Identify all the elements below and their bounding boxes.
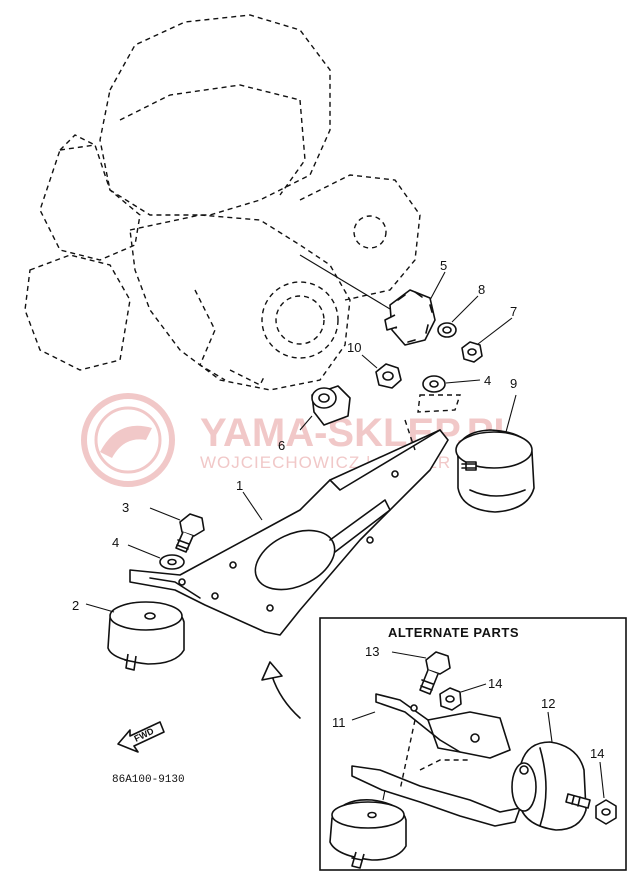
figure-code: 86A100-9130 (112, 774, 185, 786)
watermark-subtitle: WOJCIECHOWICZ | DEALER YAMAHA (200, 453, 533, 472)
part-8-washer: 8 (437, 282, 485, 338)
part-4-washer-upper: 4 (417, 373, 491, 413)
callout-7: 7 (510, 304, 517, 319)
part-2-mount: 2 (72, 598, 185, 671)
alternate-parts-box: ALTERNATE PARTS 13 14 11 (319, 617, 627, 871)
callout-11: 11 (332, 715, 346, 730)
callout-13: 13 (365, 644, 379, 659)
callout-14-lower: 14 (590, 746, 604, 761)
part-6-bushing: 6 (278, 385, 351, 453)
part-10-nut: 10 (347, 340, 402, 389)
alternate-pointer-arrow-icon (261, 661, 301, 719)
part-12-mount: 12 (511, 696, 591, 831)
callout-4-upper: 4 (484, 373, 491, 388)
part-11-bracket: 11 (332, 693, 511, 759)
callout-4-lower: 4 (112, 535, 119, 550)
callout-1: 1 (236, 478, 243, 493)
forward-arrow-icon: FWD (117, 721, 165, 753)
callout-9: 9 (510, 376, 517, 391)
callout-5: 5 (440, 258, 447, 273)
callout-12: 12 (541, 696, 555, 711)
alternate-plate (351, 719, 521, 827)
callout-8: 8 (478, 282, 485, 297)
part-7-nut: 7 (461, 304, 517, 363)
callout-10: 10 (347, 340, 361, 355)
engine-outline (24, 14, 421, 391)
part-14-nut-upper: 14 (439, 676, 502, 711)
part-4-washer-lower: 4 (112, 535, 185, 570)
part-5-bolt: 5 (299, 254, 447, 346)
callout-14-upper: 14 (488, 676, 502, 691)
part-9-mount: 9 (455, 376, 535, 513)
part-14-nut-lower: 14 (590, 746, 617, 825)
alternate-lower-mount (329, 789, 407, 869)
part-13-bolt: 13 (365, 644, 451, 695)
alternate-parts-title: ALTERNATE PARTS (388, 625, 519, 640)
callout-6: 6 (278, 438, 285, 453)
part-1-bracket: 1 (129, 419, 449, 636)
watermark-logo-icon (81, 393, 175, 487)
callout-2: 2 (72, 598, 79, 613)
part-3-bolt: 3 (122, 500, 205, 553)
callout-3: 3 (122, 500, 129, 515)
